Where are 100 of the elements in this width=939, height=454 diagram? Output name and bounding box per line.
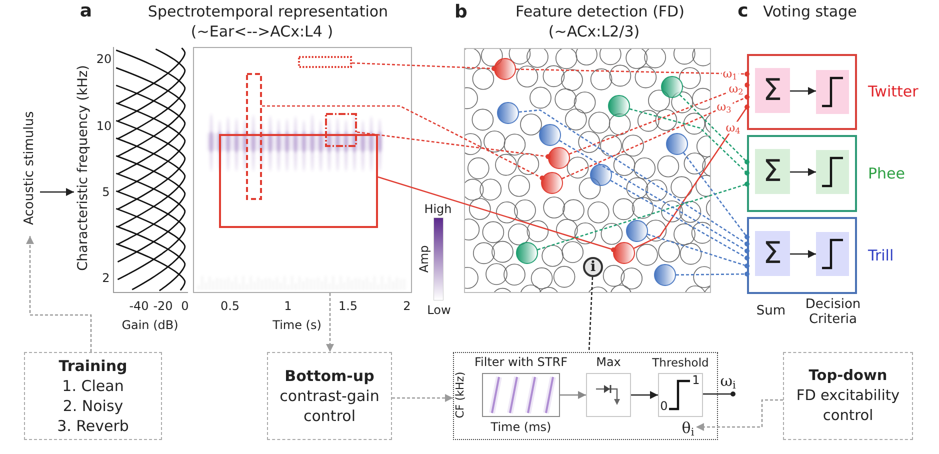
panel-title: Spectrotemporal representation — [148, 3, 388, 21]
tick-label: 5 — [102, 186, 110, 200]
axis-title: Gain (dB) — [122, 319, 178, 333]
control-panel — [783, 352, 913, 440]
neuron-circle — [666, 133, 688, 155]
colorbar-label: High — [424, 203, 452, 217]
list-item: 1. Clean — [62, 376, 124, 396]
neuron-circle — [613, 242, 635, 264]
tick-label: -40 — [129, 300, 149, 314]
panel-heading: Top-down — [808, 367, 888, 386]
arrow — [790, 87, 816, 95]
neuron-detail-panel — [453, 352, 718, 440]
edge-label: ω$_{4}$ — [724, 121, 742, 134]
spectrogram-plot — [193, 47, 412, 293]
neuron-circle — [539, 124, 561, 146]
connector-line — [559, 140, 750, 254]
panel-text: FD excitability control — [795, 387, 901, 426]
axis-title: Characteristic frequency (kHz) — [76, 65, 92, 271]
neuron-circle — [626, 220, 648, 242]
arrow — [790, 168, 816, 176]
arrow — [560, 391, 586, 399]
arrow — [392, 394, 453, 402]
connector-line — [352, 62, 496, 72]
neuron-circle — [654, 264, 676, 286]
neuron-circle — [590, 164, 612, 186]
column-label: Sum — [756, 304, 786, 320]
neuron-circle — [661, 76, 683, 98]
block-title: Threshold — [652, 356, 709, 370]
neuron-grid-panel — [464, 48, 711, 293]
arrow — [26, 236, 92, 352]
class-label: Twitter — [868, 83, 918, 101]
colorbar-label: Low — [427, 304, 451, 318]
selection-rectangle — [246, 73, 262, 200]
edge-label: ω$_{3}$ — [716, 100, 732, 114]
tick-label: 0 — [181, 300, 189, 314]
list-item: 2. Noisy — [62, 396, 124, 416]
connector-line — [537, 182, 750, 250]
class-label: Trill — [868, 246, 894, 264]
tick-label: 2 — [403, 300, 411, 314]
arrow — [40, 188, 74, 196]
neuron-index-circle: i — [583, 257, 603, 277]
list-item: 3. Reverb — [57, 416, 129, 436]
decision-block — [816, 150, 849, 194]
neuron-circle — [494, 58, 516, 80]
neuron-circle — [497, 102, 519, 124]
decision-block — [816, 232, 849, 276]
neuron-circle — [516, 242, 538, 264]
tick-label: 0 — [660, 400, 668, 414]
selection-rectangle — [219, 134, 378, 228]
connector-line — [647, 234, 750, 268]
connector-line — [569, 82, 750, 155]
panel-letter: a — [80, 2, 92, 22]
panel-text: contrast-gain control — [278, 386, 380, 426]
connector-line — [516, 68, 750, 76]
panel-heading: Training — [58, 356, 128, 376]
connector-line — [634, 104, 750, 249]
tick-label: 20 — [96, 53, 112, 67]
selection-rectangle — [325, 113, 357, 147]
sum-block: Σ — [755, 68, 790, 113]
panel-title: Feature detection (FD) — [516, 3, 684, 21]
connector-line — [703, 392, 736, 396]
decision-block — [816, 70, 849, 114]
column-label: Decision Criteria — [805, 298, 861, 328]
panel-letter: b — [454, 2, 468, 24]
tick-label: 1 — [692, 374, 700, 388]
panel-heading: Bottom-up — [284, 366, 374, 386]
stimulus-label: Acoustic stimulus — [20, 100, 40, 236]
connector-line — [629, 108, 750, 176]
arrow — [790, 250, 816, 258]
connector-line — [610, 180, 750, 260]
block-title: Filter with STRF — [474, 356, 568, 370]
tick-label: 0.5 — [220, 300, 240, 314]
selection-rectangle — [298, 56, 352, 68]
connector-line — [262, 105, 545, 180]
control-panel — [267, 352, 392, 440]
panel-title: Voting stage — [763, 3, 857, 21]
panel-subtitle: (~Ear<-->ACx:L4 ) — [190, 23, 334, 41]
panel-subtitle: (~ACx:L2/3) — [548, 23, 640, 41]
block-title: Max — [596, 356, 621, 370]
training-panel — [24, 352, 162, 440]
sum-block: Σ — [755, 231, 790, 276]
threshold-symbol: θ$_{i}$ — [680, 419, 696, 437]
tick-label: 10 — [96, 120, 112, 134]
neuron-circle — [541, 172, 563, 194]
connector-line — [356, 131, 551, 160]
tick-label: 2 — [102, 272, 110, 286]
neuron-circle — [548, 147, 570, 169]
tick-label: 1 — [284, 300, 292, 314]
tick-label: 1.5 — [338, 300, 358, 314]
class-label: Phee — [868, 164, 906, 182]
colorbar-title: Amp — [418, 245, 432, 273]
axis-title: Time (s) — [272, 319, 322, 333]
sum-block: Σ — [755, 149, 790, 194]
panel-letter: c — [738, 2, 748, 22]
tick-label: -20 — [153, 300, 173, 314]
connector-line — [562, 94, 750, 180]
edge-label: ω$_{2}$ — [728, 82, 744, 96]
connector-line — [518, 109, 750, 246]
arrow — [326, 293, 334, 352]
arrow — [631, 391, 658, 399]
